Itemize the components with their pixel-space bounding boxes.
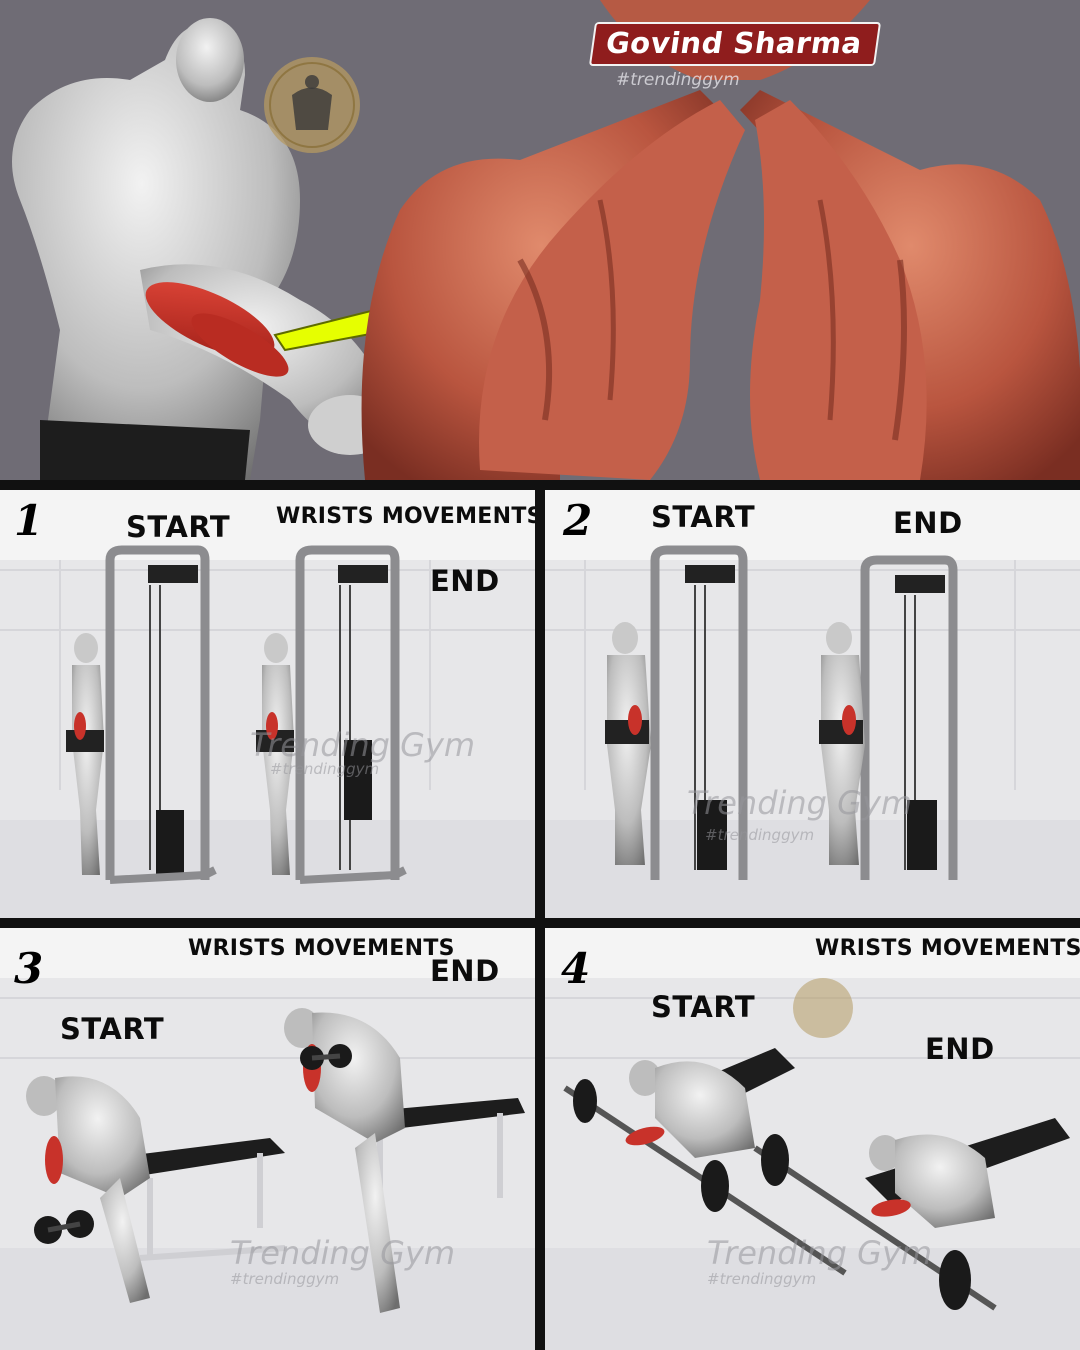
end-label: END — [430, 564, 500, 598]
dumbbell-icon — [34, 1210, 94, 1244]
barbell-reverse-wrist-curl-illustration — [545, 978, 1080, 1350]
cable-reverse-wrist-curl-illustration — [545, 545, 1080, 918]
watermark-tag: #trendinggym — [270, 760, 380, 778]
watermark-tag: #trendinggym — [707, 1270, 817, 1288]
athlete-end — [869, 1134, 995, 1228]
hashtag-label: #trendinggym — [616, 70, 740, 90]
flat-bench — [110, 1138, 286, 1261]
movements-label: WRISTS MOVEMENTS — [276, 504, 535, 529]
athlete-end — [819, 622, 865, 865]
cable-machine — [295, 545, 407, 884]
athlete-end — [256, 633, 294, 875]
dumbbell-icon — [300, 1044, 352, 1070]
cable-machine — [860, 555, 958, 880]
start-label: START — [126, 510, 231, 544]
movements-label: WRISTS MOVEMENTS — [815, 936, 1080, 961]
end-label: END — [430, 954, 500, 988]
end-label: END — [925, 1032, 995, 1066]
seated-dumbbell-wrist-curl-illustration — [0, 978, 535, 1350]
step-number: 2 — [563, 496, 593, 545]
exercise-panel-2: 2 START END Trending Gym #trendinggym — [545, 490, 1080, 918]
end-label: END — [893, 506, 963, 540]
start-label: START — [651, 500, 756, 534]
watermark: Trending Gym — [250, 726, 476, 764]
watermark: Trending Gym — [707, 1234, 933, 1272]
watermark: Trending Gym — [687, 784, 913, 822]
athlete-start — [66, 633, 104, 875]
athlete-end — [284, 1008, 405, 1313]
start-label: START — [651, 990, 756, 1024]
cable-wrist-curl-illustration — [0, 545, 535, 918]
step-number: 4 — [561, 944, 591, 993]
hero-banner: Govind Sharma #trendinggym — [0, 0, 1080, 480]
author-badge: Govind Sharma — [588, 22, 881, 66]
hero-illustration — [12, 0, 1080, 480]
trending-gym-logo — [793, 978, 853, 1038]
athlete-start — [625, 1060, 755, 1158]
cable-machine — [105, 545, 217, 884]
cable-machine — [650, 545, 748, 880]
movements-label: WRISTS MOVEMENTS — [188, 936, 455, 961]
exercise-panel-1: 1 START WRISTS MOVEMENTS END Trending Gy… — [0, 490, 535, 918]
step-number: 3 — [14, 944, 44, 993]
athlete-start — [26, 1076, 150, 1303]
trending-gym-logo — [264, 57, 360, 153]
start-label: START — [60, 1012, 165, 1046]
athlete-start — [605, 622, 651, 865]
step-number: 1 — [14, 496, 44, 545]
watermark: Trending Gym — [230, 1234, 456, 1272]
watermark-tag: #trendinggym — [705, 826, 815, 844]
watermark-tag: #trendinggym — [230, 1270, 340, 1288]
barbell-icon — [563, 1079, 997, 1311]
exercise-panel-3: 3 WRISTS MOVEMENTS END START Trending Gy… — [0, 928, 535, 1350]
exercise-panel-4: 4 WRISTS MOVEMENTS START END Trending Gy… — [545, 928, 1080, 1350]
forearm-muscle-highlight — [145, 282, 289, 377]
